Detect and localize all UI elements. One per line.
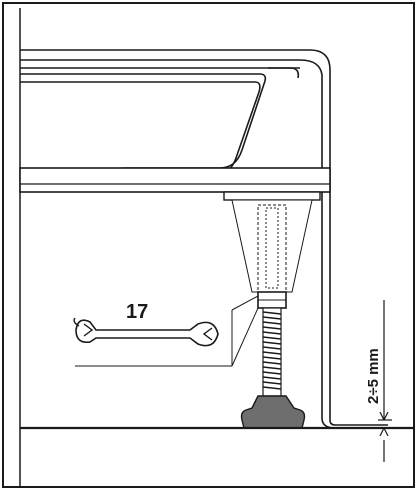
threaded-rod <box>262 307 282 397</box>
wrench-icon <box>73 317 219 347</box>
adjustable-foot <box>240 395 306 429</box>
clearance-dimension <box>378 300 392 462</box>
wrench-pointer-lines <box>75 295 259 367</box>
wrench-size-label: 17 <box>126 301 148 323</box>
leg-mount-plate <box>223 191 321 201</box>
clearance-label: 2÷5 mm <box>365 348 382 404</box>
tub-profile <box>20 49 392 429</box>
tub-base-plate <box>19 167 331 193</box>
leg-bolt-hidden <box>265 207 279 289</box>
